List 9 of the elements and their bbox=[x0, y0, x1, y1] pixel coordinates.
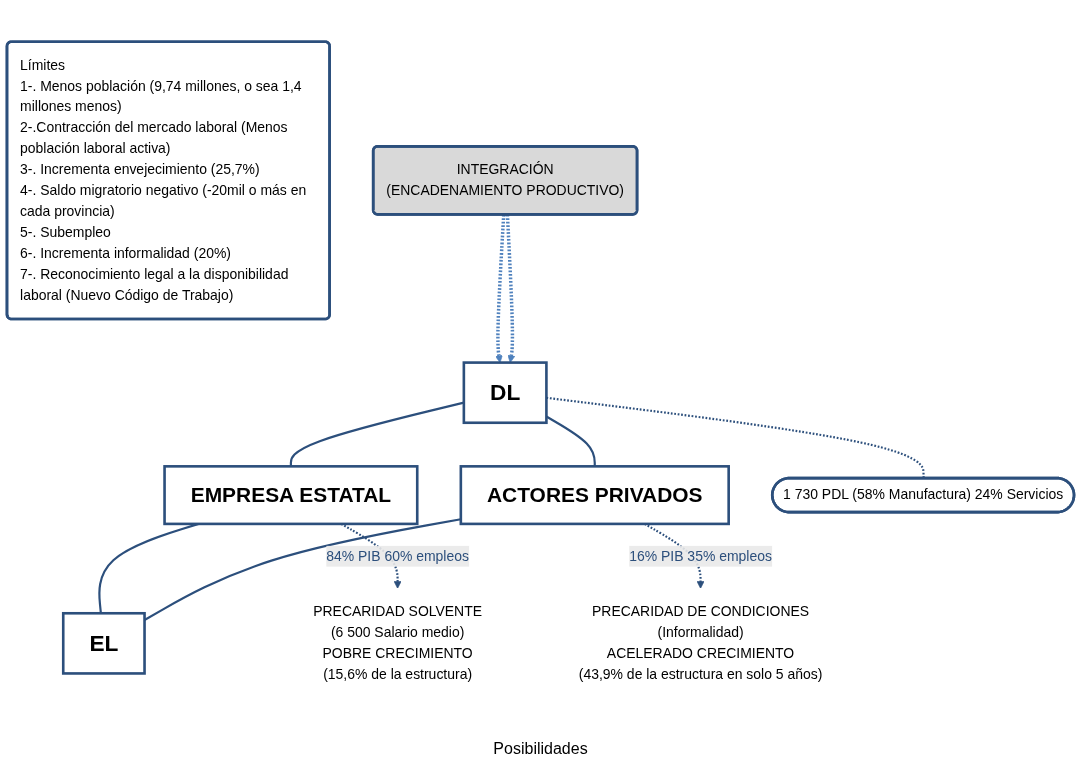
note-text: Posibilidades bbox=[492, 740, 589, 758]
node-box: DL bbox=[462, 361, 548, 425]
edge-label: 16% PIB 35% empleos bbox=[629, 548, 772, 564]
node-text: PRECARIDAD SOLVENTE (6 500 Salario medio) POBRE CRECIMIENTO (15,6% de la estructura) bbox=[313, 604, 482, 682]
edge-label: 84% PIB 60% empleos bbox=[326, 548, 469, 564]
node-text: PRECARIDAD DE CONDICIONES (Informalidad) ACELERADO CRECIMIENTO (43,9% de la estructura en solo 5 años) bbox=[578, 604, 823, 682]
node-box: EMPRESA ESTATAL bbox=[163, 465, 419, 526]
node-box: ACTORES PRIVADOS bbox=[459, 465, 730, 526]
node-box: EL bbox=[61, 611, 146, 675]
